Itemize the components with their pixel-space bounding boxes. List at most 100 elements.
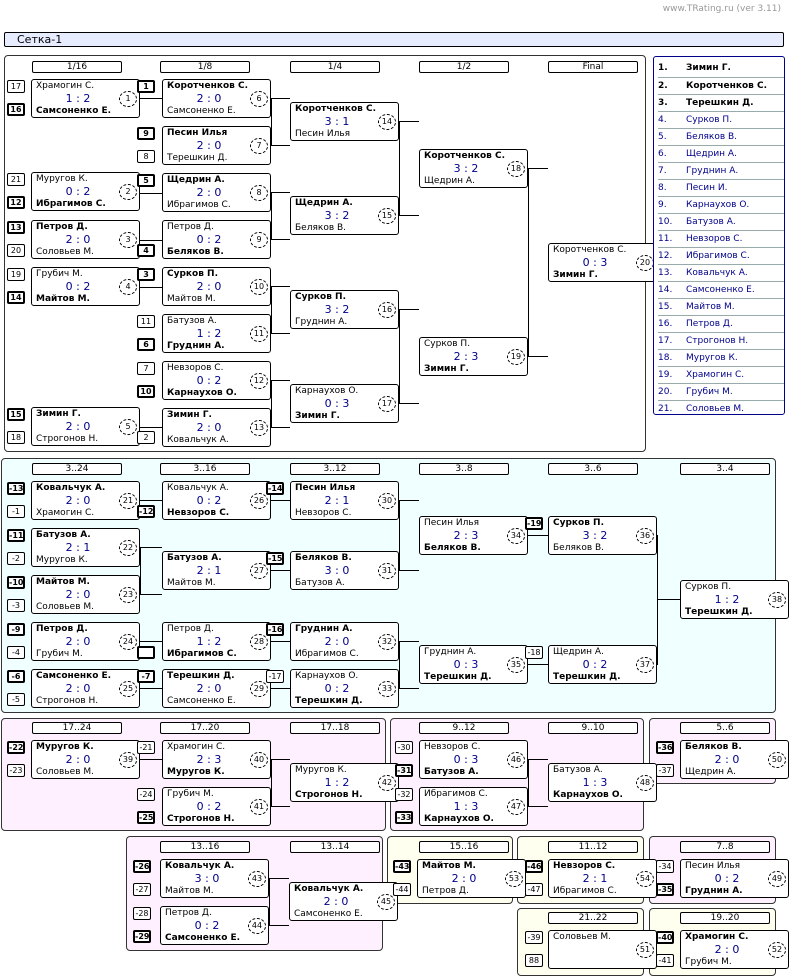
ranking-row: 6.Щедрин А. <box>658 145 784 162</box>
match-box[interactable]: Соловьев М.51 <box>548 930 657 969</box>
player-name: Грубич М. <box>685 957 732 967</box>
seed-marker: -26 <box>133 860 151 873</box>
match-score: 3 : 0 <box>194 872 220 885</box>
match-score: 0 : 3 <box>324 397 350 410</box>
connector-line <box>528 806 548 807</box>
seed-marker: -30 <box>395 741 413 754</box>
match-number: 43 <box>248 871 266 887</box>
round-header: 11..12 <box>548 841 638 853</box>
match-number: 25 <box>119 681 137 697</box>
player-name: Сурков П. <box>553 518 604 528</box>
connector-line <box>140 547 141 595</box>
ranking-row: 12.Ибрагимов С. <box>658 247 784 264</box>
connector-line <box>140 500 162 501</box>
match-score: 0 : 2 <box>196 800 222 813</box>
player-name: Зимин Г. <box>553 270 598 280</box>
connector-line <box>271 333 290 334</box>
seed-marker: -4 <box>7 646 25 659</box>
player-name: Терешкин Д. <box>167 153 228 163</box>
player-name: Муругов К. <box>295 765 347 775</box>
player-name: Майтов М. <box>167 294 216 304</box>
round-header: 3..8 <box>419 463 509 475</box>
ranking-name: Невзоров С. <box>686 234 743 244</box>
round-header: Final <box>548 61 638 73</box>
seed-marker: -31 <box>395 764 413 777</box>
seed-marker: -46 <box>525 860 543 873</box>
ranking-position: 7. <box>658 166 667 176</box>
seed-marker: 3 <box>137 268 155 281</box>
ranking-name: Беляков В. <box>686 132 738 142</box>
connector-line <box>271 98 272 146</box>
seed-marker: 4 <box>137 244 155 257</box>
round-header: 7..8 <box>680 841 770 853</box>
round-header: 1/4 <box>290 61 380 73</box>
seed-marker: 11 <box>137 315 155 328</box>
match-number: 39 <box>119 752 137 768</box>
match-score: 2 : 1 <box>582 872 608 885</box>
player-name: Ибрагимов С. <box>167 649 237 659</box>
round-header: 17..24 <box>32 722 122 734</box>
match-score: 2 : 0 <box>196 682 222 695</box>
player-name: Грубич М. <box>36 269 83 279</box>
match-number: 20 <box>636 255 654 271</box>
ranking-row: 20.Грубич М. <box>658 383 784 400</box>
ranking-name: Коротченков С. <box>686 81 768 91</box>
player-name: Батузов А. <box>553 765 603 775</box>
match-score: 2 : 0 <box>714 753 740 766</box>
match-number: 38 <box>768 592 786 608</box>
